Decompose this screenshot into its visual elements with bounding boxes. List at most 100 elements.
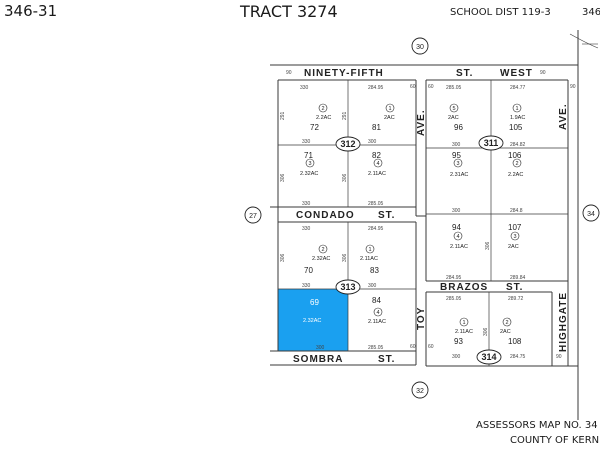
dim-label: 284.82 bbox=[510, 142, 526, 148]
dim-label: 90 bbox=[570, 84, 576, 90]
lot-81-circle: 1 bbox=[388, 106, 391, 112]
dim-label: 60 bbox=[428, 344, 434, 350]
lot-71-acreage: 2.32AC bbox=[300, 171, 318, 177]
dim-label: 289.72 bbox=[508, 296, 524, 302]
lot-70: 70 bbox=[304, 266, 313, 275]
street-condado-st: ST. bbox=[378, 210, 395, 221]
street-ave-right: AVE. bbox=[558, 103, 569, 130]
dim-label: 330 bbox=[302, 201, 311, 207]
dim-label: 90 bbox=[556, 354, 562, 360]
street-ninety-fifth-st: ST. bbox=[456, 68, 473, 79]
street-condado: CONDADO bbox=[296, 210, 355, 221]
lot-94: 94 bbox=[452, 223, 461, 232]
lot-72-acreage: 2.2AC bbox=[316, 115, 331, 121]
lot-83-acreage: 2.11AC bbox=[360, 256, 378, 262]
lot-108-circle: 2 bbox=[505, 320, 508, 326]
lot-105: 105 bbox=[509, 123, 523, 132]
block-313: 313 bbox=[340, 282, 355, 292]
block-314-marker bbox=[476, 349, 502, 365]
highlighted-parcel[interactable] bbox=[278, 289, 348, 351]
lot-82: 82 bbox=[372, 151, 381, 160]
lot-69[interactable]: 69 bbox=[310, 298, 319, 307]
lot-93-acreage: 2.11AC bbox=[455, 329, 473, 335]
assessors-map-number: ASSESSORS MAP NO. 34 bbox=[476, 420, 598, 431]
dim-label: 291 bbox=[280, 111, 286, 120]
street-ave-left: AVE. bbox=[416, 109, 427, 136]
dim-label: 60 bbox=[410, 84, 416, 90]
lot-95-circle: 3 bbox=[456, 161, 459, 167]
lot-95: 95 bbox=[452, 151, 461, 160]
lot-82-acreage: 2.11AC bbox=[368, 171, 386, 177]
road-number-bottom: 32 bbox=[416, 388, 424, 395]
dim-label: 330 bbox=[300, 85, 309, 91]
lot-70-circle: 2 bbox=[321, 247, 324, 253]
dim-label: 330 bbox=[302, 139, 311, 145]
dim-label: 330 bbox=[302, 283, 311, 289]
block-314: 314 bbox=[481, 352, 496, 362]
lot-81: 81 bbox=[372, 123, 381, 132]
block-311-marker bbox=[478, 135, 504, 151]
dim-label: 289.84 bbox=[510, 275, 526, 281]
dim-label: 60 bbox=[428, 84, 434, 90]
dim-label: 90 bbox=[540, 70, 546, 76]
lot-83-circle: 1 bbox=[368, 247, 371, 253]
lot-95-acreage: 2.31AC bbox=[450, 172, 468, 178]
dim-label: 284.95 bbox=[446, 275, 462, 281]
lot-107: 107 bbox=[508, 223, 522, 232]
dim-label: 300 bbox=[452, 354, 461, 360]
street-sombra-st: ST. bbox=[378, 354, 395, 365]
road-marker-top bbox=[411, 37, 429, 55]
street-toy: TOY bbox=[416, 307, 427, 330]
road-number-left: 27 bbox=[249, 213, 257, 220]
street-brazos-st: ST. bbox=[506, 282, 523, 293]
dim-label: 300 bbox=[452, 208, 461, 214]
dim-label: 284.95 bbox=[368, 226, 384, 232]
dim-label: 284.75 bbox=[510, 354, 526, 360]
street-ninety-fifth: NINETY-FIFTH bbox=[304, 68, 384, 79]
dim-label: 300 bbox=[368, 283, 377, 289]
dim-label: 291 bbox=[342, 111, 348, 120]
lot-106: 106 bbox=[508, 151, 522, 160]
page-ref-left: 346-31 bbox=[4, 2, 58, 20]
lot-96: 96 bbox=[454, 123, 463, 132]
lot-84-circle: 4 bbox=[376, 310, 379, 316]
dim-label: 285.05 bbox=[368, 201, 384, 207]
lot-108: 108 bbox=[508, 337, 522, 346]
lot-71: 71 bbox=[304, 151, 313, 160]
lot-70-acreage: 2.32AC bbox=[312, 256, 330, 262]
lot-84-acreage: 2.11AC bbox=[368, 319, 386, 325]
lot-72-circle: 2 bbox=[321, 106, 324, 112]
lot-72: 72 bbox=[310, 123, 319, 132]
lot-71-circle: 3 bbox=[308, 161, 311, 167]
street-lines bbox=[270, 30, 579, 420]
lot-107-acreage: 2AC bbox=[508, 244, 519, 250]
lot-93-circle: 1 bbox=[462, 320, 465, 326]
street-brazos: BRAZOS bbox=[440, 282, 488, 293]
road-number-right: 34 bbox=[587, 211, 595, 218]
lot-69-acreage: 2.32AC bbox=[303, 318, 321, 324]
lot-84: 84 bbox=[372, 296, 381, 305]
road-marker-bottom bbox=[411, 381, 429, 399]
dim-label: 90 bbox=[286, 70, 292, 76]
street-sombra: SOMBRA bbox=[293, 354, 343, 365]
lot-96-circle: 5 bbox=[452, 106, 455, 112]
lot-108-acreage: 2AC bbox=[500, 329, 511, 335]
tract-title: TRACT 3274 bbox=[240, 2, 338, 21]
dim-label: 60 bbox=[410, 344, 416, 350]
dim-label: 300 bbox=[316, 345, 325, 351]
county-name: COUNTY OF KERN bbox=[510, 435, 600, 446]
road-number-top: 30 bbox=[416, 44, 424, 51]
lot-94-circle: 4 bbox=[456, 234, 459, 240]
street-highgate: HIGHGATE bbox=[558, 292, 569, 352]
block-312: 312 bbox=[340, 139, 355, 149]
lot-82-circle: 4 bbox=[376, 161, 379, 167]
dim-label: 330 bbox=[302, 226, 311, 232]
lot-83: 83 bbox=[370, 266, 379, 275]
school-district: SCHOOL DIST 119-3 bbox=[450, 7, 551, 18]
dim-label: 306 bbox=[342, 253, 348, 262]
dim-label: 306 bbox=[485, 241, 491, 250]
dim-label: 284.8 bbox=[510, 208, 523, 214]
dim-label: 306 bbox=[280, 173, 286, 182]
dim-label: 306 bbox=[280, 253, 286, 262]
block-311: 311 bbox=[484, 138, 499, 148]
